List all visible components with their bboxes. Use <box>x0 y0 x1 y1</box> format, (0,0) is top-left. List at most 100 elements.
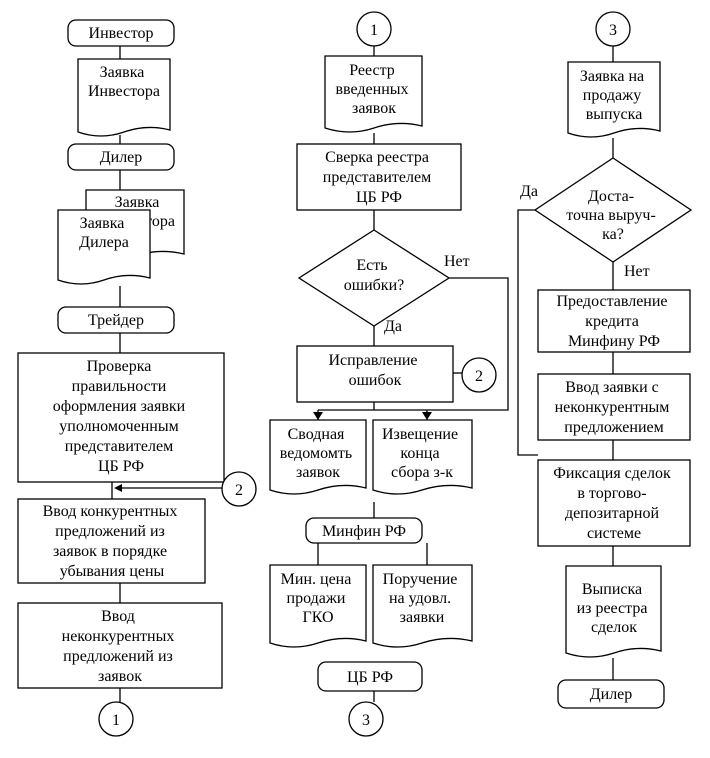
column-2: 1 Реестр введенных заявок Сверка реестра… <box>269 11 497 737</box>
competitive-input-line-2: предложений из <box>55 523 165 540</box>
connector-3-col2[interactable] <box>348 701 384 737</box>
registry-line-2: введенных <box>335 81 408 98</box>
connector-1-col1-label: 1 <box>112 712 120 729</box>
credit-line-1: Предоставление <box>556 293 667 310</box>
dealer-request-front-doc[interactable] <box>57 209 151 285</box>
registry-line-1: Реестр <box>349 62 395 79</box>
cbrf-label: ЦБ РФ <box>347 669 393 686</box>
notice-doc[interactable] <box>372 419 473 495</box>
dealer-request-front-text: Заявка Дилера <box>79 215 129 251</box>
connector-3-col3-label: 3 <box>609 22 617 39</box>
investor-node[interactable] <box>67 19 175 47</box>
registry-text: Реестр введенных заявок <box>335 62 412 117</box>
sell-request-line-1: Заявка на <box>580 68 644 85</box>
fix-errors-line-2: ошибок <box>349 372 402 389</box>
connector-2-col1-label: 2 <box>235 482 243 499</box>
order-doc-text: Поручение на удовл. заявки <box>383 571 462 626</box>
revenue-decision-line-3: ка? <box>602 226 624 243</box>
sell-request-line-3: выпуска <box>586 106 643 123</box>
order-doc-line-3: заявки <box>400 609 445 626</box>
connector-2-col2[interactable] <box>461 357 497 393</box>
noncompetitive-entry-line-2: неконкурентным <box>555 399 670 416</box>
noncompetitive-entry-process[interactable] <box>537 373 691 441</box>
cbrf-node[interactable] <box>317 661 423 692</box>
credit-line-2: кредита <box>585 313 639 330</box>
dealer-request-back-line-1: Заявка <box>115 194 160 211</box>
revenue-decision-yes-label: Да <box>520 183 538 200</box>
notice-doc-line-3: сбора з-к <box>391 464 453 481</box>
noncompetitive-entry-line-3: предложением <box>564 419 663 436</box>
reconcile-text: Сверка реестра представителем ЦБ РФ <box>323 149 435 206</box>
check-process-line-5: представителем <box>65 438 173 455</box>
minfin-label: Минфин РФ <box>322 523 406 540</box>
errors-decision-no-label: Нет <box>444 253 470 270</box>
sell-request-doc[interactable] <box>567 61 661 138</box>
connector-1-col2-label: 1 <box>370 22 378 39</box>
reconcile-line-3: ЦБ РФ <box>356 189 402 206</box>
competitive-input-text: Ввод конкурентных предложений из заявок … <box>43 503 182 580</box>
fix-deals-line-3: депозитарной <box>565 505 660 522</box>
revenue-decision-text: Доста- точна выруч- ка? <box>566 188 660 243</box>
fix-errors-process[interactable] <box>296 345 454 403</box>
arrowheads <box>114 412 432 492</box>
noncompetitive-input-line-4: заявок <box>98 668 142 685</box>
revenue-decision[interactable] <box>533 157 693 263</box>
connector-1-col1[interactable] <box>98 701 134 737</box>
noncompetitive-input-process[interactable] <box>17 602 223 689</box>
fix-deals-process[interactable] <box>537 459 691 547</box>
connector-3-col3[interactable] <box>595 11 631 47</box>
noncompetitive-input-line-3: предложений из <box>63 648 173 665</box>
summary-doc-line-3: заявок <box>296 464 340 481</box>
fix-errors-line-1: Исправление <box>329 352 418 369</box>
arrowhead <box>313 412 323 420</box>
investor-label: Инвестор <box>89 25 154 42</box>
extract-doc[interactable] <box>565 565 662 658</box>
competitive-input-line-1: Ввод конкурентных <box>43 503 178 520</box>
revenue-decision-line-1: Доста- <box>588 188 634 205</box>
column-3: 3 Заявка на продажу выпуска Доста- точна… <box>520 11 693 709</box>
order-doc[interactable] <box>372 564 473 648</box>
arrowhead <box>422 412 432 420</box>
extract-doc-line-3: сделок <box>591 619 637 636</box>
dealer-end-node[interactable] <box>557 679 665 709</box>
check-process[interactable] <box>17 352 225 483</box>
dealer-request-front-line-2: Дилера <box>79 234 129 251</box>
connector-1-col2[interactable] <box>356 11 392 47</box>
reconcile-line-1: Сверка реестра <box>325 149 429 166</box>
check-process-line-4: уполномоченным <box>59 418 178 435</box>
trader-node[interactable] <box>57 306 175 334</box>
min-price-doc[interactable] <box>269 564 367 648</box>
investor-request-doc[interactable] <box>77 58 171 137</box>
competitive-input-line-3: заявок в порядке <box>53 543 167 560</box>
dealer-label: Дилер <box>100 149 143 166</box>
minfin-node[interactable] <box>305 517 423 544</box>
registry-doc[interactable] <box>324 55 423 133</box>
arrowhead <box>114 484 122 492</box>
check-process-line-2: правильности <box>72 378 167 395</box>
check-process-text: Проверка правильности оформления заявки … <box>53 358 190 475</box>
errors-decision-text: Есть ошибки? <box>344 257 404 294</box>
errors-decision[interactable] <box>297 229 451 327</box>
extract-doc-text: Выписка из реестра сделок <box>577 581 652 636</box>
connector-3-col2-label: 3 <box>362 712 370 729</box>
summary-doc[interactable] <box>269 419 367 495</box>
noncompetitive-entry-line-1: Ввод заявки с <box>565 379 659 396</box>
check-process-line-6: ЦБ РФ <box>98 458 144 475</box>
credit-process[interactable] <box>537 289 691 353</box>
revenue-decision-no-label: Нет <box>624 263 650 280</box>
notice-doc-line-2: конца <box>400 445 439 462</box>
reconcile-line-2: представителем <box>323 169 431 186</box>
order-doc-line-1: Поручение <box>383 571 458 588</box>
noncompetitive-input-line-1: Ввод <box>101 608 135 625</box>
check-process-line-1: Проверка <box>87 358 152 375</box>
dealer-node[interactable] <box>67 143 175 171</box>
fix-deals-line-4: системе <box>587 525 641 542</box>
competitive-input-process[interactable] <box>17 498 206 584</box>
sell-request-line-2: продажу <box>583 87 641 104</box>
fix-deals-line-1: Фиксация сделок <box>553 465 671 482</box>
order-doc-line-2: на удовл. <box>389 590 451 607</box>
connector-2-col1[interactable] <box>221 471 257 507</box>
reconcile-process[interactable] <box>296 143 462 211</box>
fix-deals-line-2: в торгово- <box>577 485 646 502</box>
